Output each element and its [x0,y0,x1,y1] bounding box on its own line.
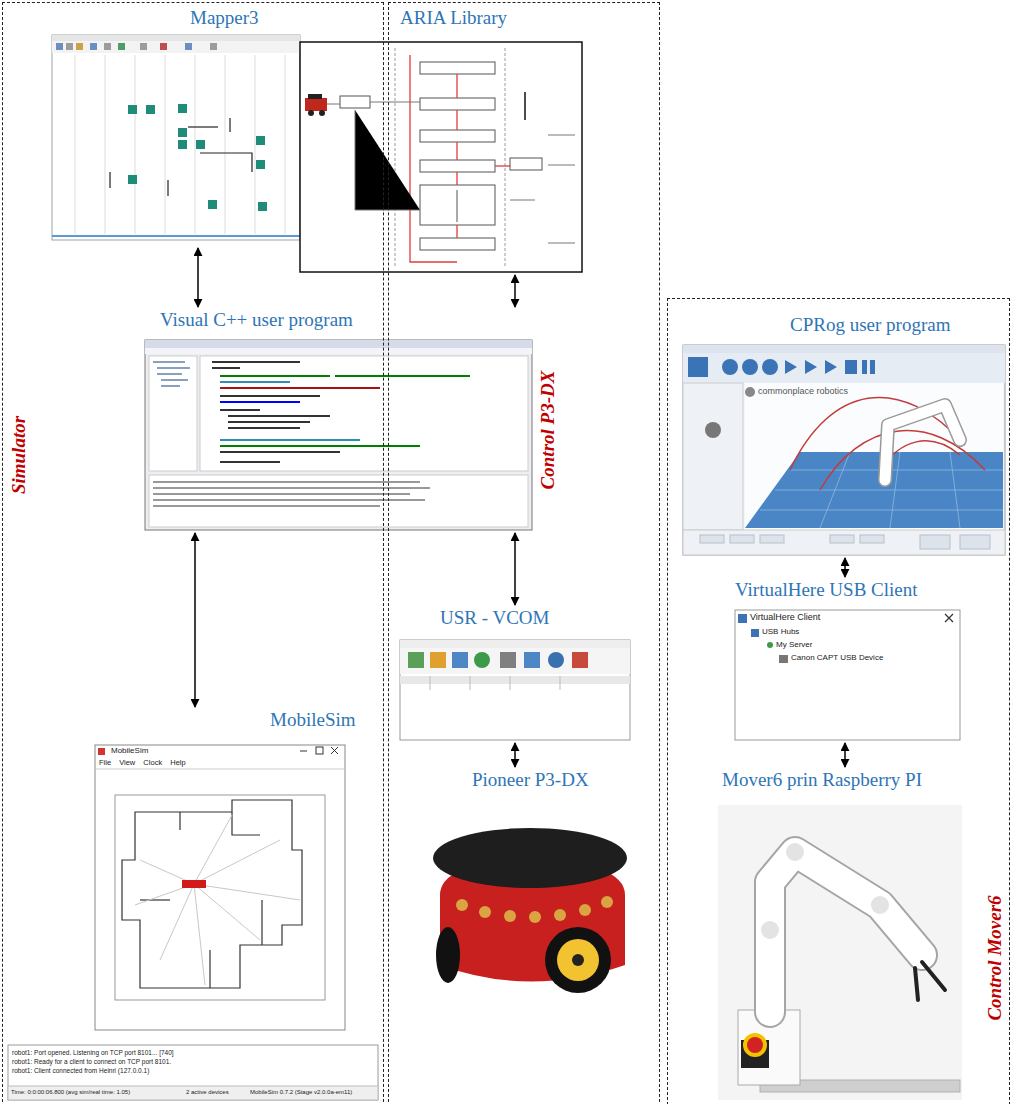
screenshot-box: Visual C++ user program [145,310,532,530]
mobilesim-screenshot [95,745,345,1030]
panel-label: Simulator [9,416,30,494]
screenshot-box: ARIA Library [300,8,582,272]
console-panel [8,1045,378,1100]
screen-text: MobileSim [111,747,148,756]
component-title: Mapper3 [190,8,259,29]
double-arrow [197,248,199,307]
component-title: Pioneer P3-DX [472,770,589,791]
component-title: Visual C++ user program [160,310,353,331]
vcom-screenshot [400,640,630,740]
screen-text: 2 active devices [186,1089,229,1096]
screen-text: MobileSim 0.7.2 (Stage v2.0.0a-em11) [250,1089,352,1096]
virtualhere-screenshot [735,610,960,740]
screenshot-box: Mapper3 [52,8,300,245]
screen-text: robot1: Client connected from Heinri (12… [12,1067,149,1074]
component-title: VirtualHere USB Client [735,580,918,601]
dashed-panel: USR - VCOM Pioneer P3-DX Control P3-DX [388,2,660,1104]
screenshot-box: CPRog user program [683,315,1005,555]
screen-text: File View Clock Help [99,759,186,767]
screenshot-box: Mover6 prin Raspberry PI [715,770,985,1100]
arm-photo [718,805,962,1100]
component-title: Mover6 prin Raspberry PI [722,770,922,791]
screen-text: USB Hubs [762,628,799,637]
screen-text: Canon CAPT USB Device [791,654,883,663]
component-title: MobileSim [270,710,356,731]
component-title: USR - VCOM [440,608,549,629]
ide-screenshot [145,340,532,530]
screen-text: commonplace robotics [758,387,848,397]
panel-label: Control Mover6 [985,895,1006,1020]
component-title: ARIA Library [400,8,507,29]
double-arrow [514,533,516,605]
screen-text: My Server [776,641,812,650]
component-title: CPRog user program [790,315,950,336]
double-arrow [844,743,846,767]
double-arrow [514,275,516,307]
double-arrow [514,743,516,767]
screen-text: robot1: Ready for a client to connect on… [12,1058,171,1065]
double-arrow [844,558,846,577]
screenshot-box: Pioneer P3-DX [418,770,640,1000]
screenshot-box: MobileSim [95,710,362,1030]
cprog-screenshot [683,345,1005,555]
dashed-panel: Mapper3MobileSim Simulator [2,2,384,1104]
screen-text: VirtualHere Client [750,613,820,623]
robot-illustration [433,828,627,993]
screen-text: Time: 0:0:00:06.800 (avg sim/real time: … [11,1089,130,1096]
screenshot-box: USR - VCOM [400,608,630,740]
aria-screenshot [300,42,582,272]
screen-text: robot1: Port opened. Listening on TCP po… [12,1049,174,1056]
double-arrow [194,533,196,707]
mapper-screenshot [52,35,300,240]
panel-label: Control P3-DX [538,371,559,490]
dashed-panel: CPRog user programVirtualHere USB Client… [667,298,1010,1104]
